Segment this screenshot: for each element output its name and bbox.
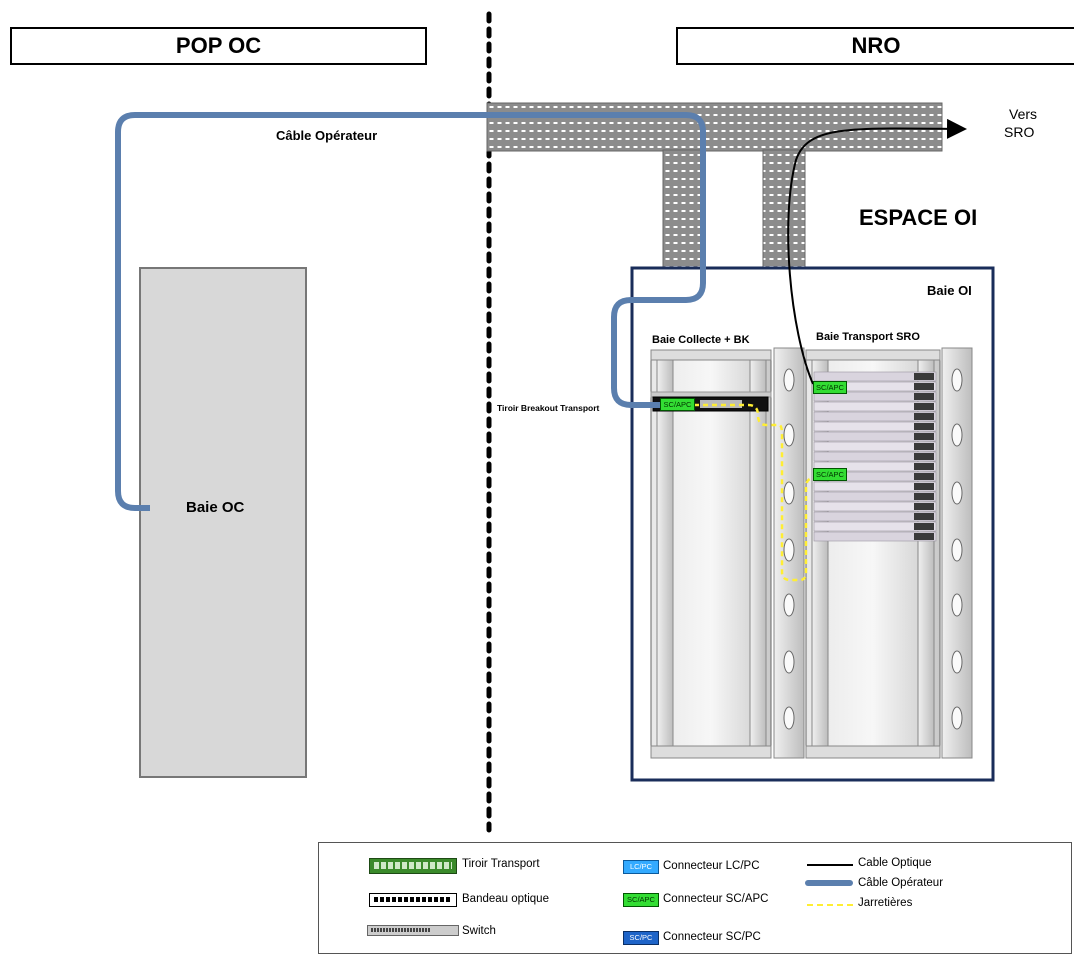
cable-tray-drop-2 xyxy=(762,149,806,276)
label-baie-oi: Baie OI xyxy=(927,283,972,298)
cable-manager-right-hole xyxy=(951,650,963,674)
cable-tray-horizontal xyxy=(486,102,943,152)
transport-drawer-port-block xyxy=(914,403,934,410)
cable-manager-left-hole xyxy=(783,481,795,505)
cable-manager-right-hole xyxy=(951,481,963,505)
transport-drawer xyxy=(813,511,937,522)
cable-tray-drop-1 xyxy=(662,149,706,276)
transport-drawer xyxy=(813,521,937,532)
cable-manager-left-hole xyxy=(783,706,795,730)
transport-drawer xyxy=(813,391,937,402)
transport-drawer-port-block xyxy=(914,413,934,420)
transport-drawer-port-block xyxy=(914,443,934,450)
transport-drawer-port-block xyxy=(914,513,934,520)
optical-cable xyxy=(787,118,967,385)
bandeau-optique-icon xyxy=(369,893,457,907)
transport-drawer xyxy=(813,401,937,412)
legend-cable-optique: Cable Optique xyxy=(858,857,932,869)
transport-drawers xyxy=(813,371,937,542)
transport-drawer-port-block xyxy=(914,373,934,380)
tiroir-transport-icon xyxy=(369,858,457,874)
cable-manager-right-hole xyxy=(951,423,963,447)
switch-icon xyxy=(367,925,459,936)
legend-jarretieres: Jarretières xyxy=(858,897,913,909)
legend-box: Tiroir Transport Bandeau optique Switch … xyxy=(318,842,1072,954)
cable-manager-right xyxy=(941,347,973,759)
zone-header-pop-oc-text: POP OC xyxy=(175,33,262,58)
transport-drawer xyxy=(813,431,937,442)
legend-bandeau-optique: Bandeau optique xyxy=(462,893,549,905)
legend-connecteur-lcpc: Connecteur LC/PC xyxy=(663,860,760,872)
transport-drawer-port-block xyxy=(914,533,934,540)
jarretieres-line-icon xyxy=(807,904,853,906)
transport-drawer xyxy=(813,371,937,382)
transport-drawer-port-block xyxy=(914,503,934,510)
label-cable-operateur: Câble Opérateur xyxy=(276,128,378,143)
cable-manager-left-hole xyxy=(783,593,795,617)
label-sro: SRO xyxy=(1004,124,1035,140)
legend-switch: Switch xyxy=(462,925,496,937)
legend-cable-operateur: Câble Opérateur xyxy=(858,877,944,889)
cable-manager-right-hole xyxy=(951,368,963,392)
transport-drawer xyxy=(813,481,937,492)
transport-drawer xyxy=(813,421,937,432)
cable-manager-right-hole xyxy=(951,706,963,730)
transport-drawer-port-block xyxy=(914,433,934,440)
transport-drawer-port-block xyxy=(914,453,934,460)
scpc-connector-icon: SC/PC xyxy=(623,931,659,945)
cable-optique-line-icon xyxy=(807,864,853,866)
zone-header-nro: NRO xyxy=(676,27,1074,65)
baie-oc-rack xyxy=(139,267,307,778)
transport-drawer xyxy=(813,501,937,512)
transport-drawer xyxy=(813,411,937,422)
legend-connecteur-scpc: Connecteur SC/PC xyxy=(663,931,761,943)
transport-drawer-port-block xyxy=(914,493,934,500)
label-espace-oi: ESPACE OI xyxy=(859,205,978,230)
transport-drawer xyxy=(813,531,937,542)
transport-drawer-port-block xyxy=(914,393,934,400)
transport-drawer xyxy=(813,441,937,452)
cable-manager-left-hole xyxy=(783,538,795,562)
cable-manager-left-hole xyxy=(783,650,795,674)
connector-sc-apc-transport-mid: SC/APC xyxy=(813,468,847,481)
lcpc-connector-icon: LC/PC xyxy=(623,860,659,874)
cable-manager-right-hole xyxy=(951,593,963,617)
baie-collecte-rack xyxy=(650,349,772,759)
legend-connecteur-scapc: Connecteur SC/APC xyxy=(663,893,769,905)
label-baie-collecte: Baie Collecte + BK xyxy=(652,334,750,346)
transport-drawer-port-block xyxy=(914,483,934,490)
transport-drawer xyxy=(813,461,937,472)
cable-manager-right-hole xyxy=(951,538,963,562)
connector-sc-apc-transport-top: SC/APC xyxy=(813,381,847,394)
transport-drawer-port-block xyxy=(914,473,934,480)
cable-manager-left-hole xyxy=(783,368,795,392)
operator-cable xyxy=(115,112,706,511)
transport-drawer xyxy=(813,491,937,502)
transport-drawer-port-block xyxy=(914,423,934,430)
legend-tiroir-transport: Tiroir Transport xyxy=(462,858,540,870)
label-baie-oc: Baie OC xyxy=(186,499,245,516)
zone-header-pop-oc: POP OC xyxy=(10,27,427,65)
cable-operateur-line-icon xyxy=(805,880,853,886)
label-baie-transport-sro: Baie Transport SRO xyxy=(816,331,920,343)
jumper-cable xyxy=(694,403,818,582)
transport-drawer-port-block xyxy=(914,523,934,530)
transport-drawer-port-block xyxy=(914,463,934,470)
zone-header-nro-text: NRO xyxy=(851,33,901,58)
transport-drawer-port-block xyxy=(914,383,934,390)
label-tiroir-breakout: Tiroir Breakout Transport xyxy=(497,403,600,413)
cable-manager-left-hole xyxy=(783,423,795,447)
scapc-connector-icon: SC/APC xyxy=(623,893,659,907)
label-vers: Vers xyxy=(1009,106,1038,122)
transport-drawer xyxy=(813,451,937,462)
connector-sc-apc-breakout: SC/APC xyxy=(660,398,695,411)
